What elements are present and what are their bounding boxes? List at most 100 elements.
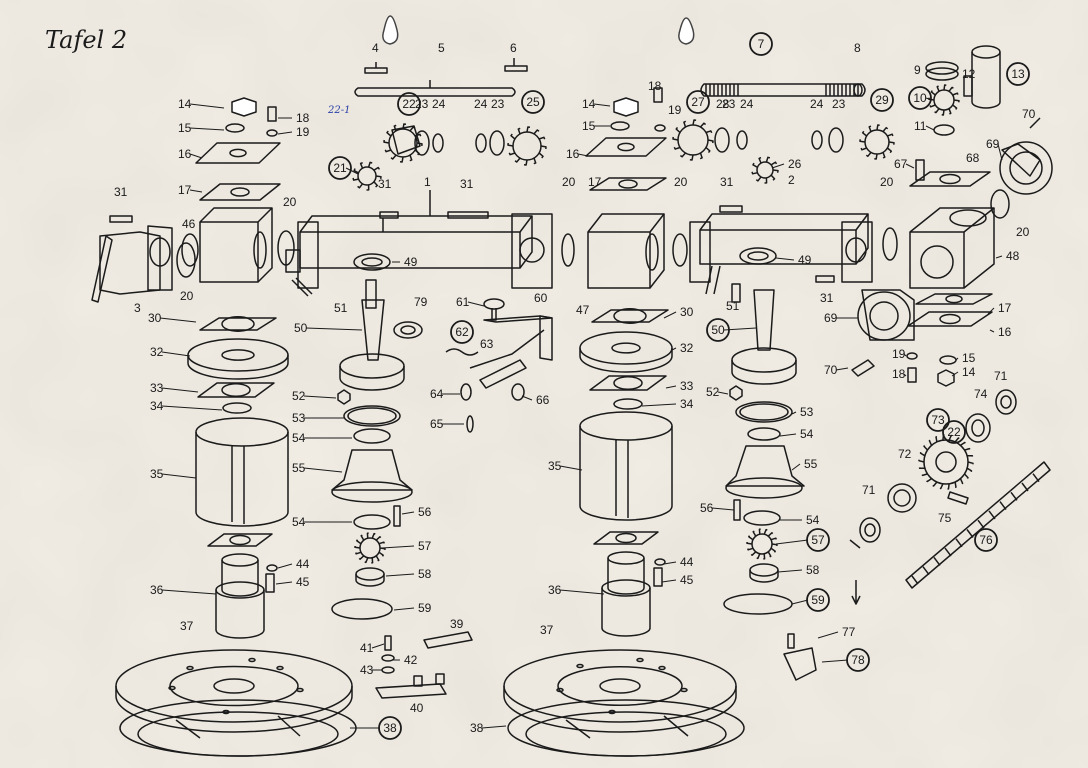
part-number-label: 38 [470, 721, 484, 735]
part-number-label: 17 [998, 301, 1012, 315]
blade-38c [663, 715, 689, 737]
part-number-label: 53 [800, 405, 814, 419]
disc-37-hole [168, 685, 176, 691]
callout-leader [987, 307, 995, 315]
star-washer-57 [359, 537, 381, 559]
box-48 [963, 208, 995, 289]
hub-36c [607, 558, 645, 595]
bevel-gear-25 [507, 126, 547, 166]
bracket-3-foot [91, 235, 113, 303]
callout-circle [450, 320, 474, 344]
callout-leader [401, 511, 415, 515]
box-46-bore [253, 231, 267, 269]
frame-2-flange-left [689, 221, 711, 283]
blade-38c [565, 719, 591, 739]
hub-36c-flange [615, 532, 637, 544]
blade-38 [175, 719, 201, 739]
spindle-50 [361, 299, 385, 361]
arrow-down [851, 580, 861, 605]
callout-leader [955, 357, 959, 361]
part-number-label: 4 [372, 41, 379, 55]
part-number-label: 11 [914, 119, 927, 133]
gear-73-hub [935, 451, 957, 473]
part-number-label: 6 [510, 41, 517, 55]
bearing-49c [739, 247, 777, 265]
bevel-gear-22-body [391, 125, 421, 155]
callout-leader [665, 385, 677, 389]
part-number-label: 57 [811, 533, 825, 547]
frame-2-bore [845, 237, 867, 263]
link-66-eye [511, 383, 525, 401]
bevel-gear-29 [864, 129, 890, 155]
part-number-label: 50 [294, 321, 308, 335]
part-number-label: 69 [986, 137, 1000, 151]
part-number-label: 1 [424, 175, 431, 189]
shaft-5 [354, 87, 516, 97]
part-number-label: 20 [562, 175, 576, 189]
disc-37-hub [213, 678, 255, 694]
oring-53c [739, 403, 789, 421]
callout-leader [559, 589, 605, 595]
box-47-bore [645, 233, 659, 271]
callout-leader [577, 153, 589, 157]
part-number-label: 52 [706, 385, 720, 399]
bracket-78 [783, 647, 817, 681]
callout-leader [717, 391, 729, 395]
callout-leader [381, 545, 415, 549]
gasket-17d [945, 294, 963, 304]
part-number-label: 65 [430, 417, 444, 431]
part-number-label: 33 [680, 379, 694, 393]
callout-circle [926, 408, 950, 432]
part-number-label: 42 [404, 653, 418, 667]
callout-leader [467, 301, 485, 307]
bearing-49c [747, 251, 769, 261]
part-number-label: 44 [296, 557, 310, 571]
part-number-label: 72 [898, 447, 912, 461]
part-number-label: 71 [862, 483, 876, 497]
part-number-label: 51 [334, 301, 348, 315]
shaft-76-spline [955, 538, 963, 548]
callout-leader [903, 373, 907, 377]
frame-flange-right [511, 213, 553, 289]
ring-24d [811, 130, 823, 150]
disc-37c-hole [658, 665, 666, 671]
box-48-bore [920, 245, 954, 279]
disc-37c [503, 686, 737, 733]
cover-16c [617, 142, 635, 152]
part-number-label: 38 [383, 721, 397, 735]
part-number-label: 17 [588, 175, 602, 189]
housing-55-base [331, 481, 413, 503]
part-number-label: 33 [150, 381, 164, 395]
bevel-gear-29 [859, 124, 895, 160]
part-number-label: 73 [931, 413, 945, 427]
part-number-label: 16 [998, 325, 1012, 339]
pinion-26 [756, 161, 774, 179]
ring-34 [222, 402, 252, 414]
disc-37-hole [248, 657, 256, 663]
part-number-label: 60 [534, 291, 548, 305]
callout-circle [378, 716, 402, 740]
part-number-label: 59 [811, 593, 825, 607]
part-number-label: 62 [455, 325, 469, 339]
callout-leader [791, 599, 809, 605]
bevel-gear-27 [677, 124, 709, 156]
star-washer-57 [354, 532, 386, 564]
pin-70 [1029, 117, 1041, 129]
disc-37 [115, 686, 353, 733]
part-number-label: 54 [806, 513, 820, 527]
shaft-76-spline [1032, 473, 1040, 483]
pinion-21 [357, 166, 377, 186]
part-number-label: 30 [148, 311, 162, 325]
callout-leader [835, 367, 849, 371]
part-number-label: 41 [360, 641, 374, 655]
nut-58c [749, 570, 779, 583]
part-number-label: 58 [806, 563, 820, 577]
seal-79 [393, 321, 423, 339]
bolt-18c [653, 87, 663, 103]
part-number-label: 49 [798, 253, 812, 267]
callout-leader [775, 539, 809, 545]
callout-leader [771, 163, 785, 169]
disc-32c [611, 342, 641, 354]
callout-leader [189, 153, 203, 159]
callout-leader [791, 411, 797, 415]
